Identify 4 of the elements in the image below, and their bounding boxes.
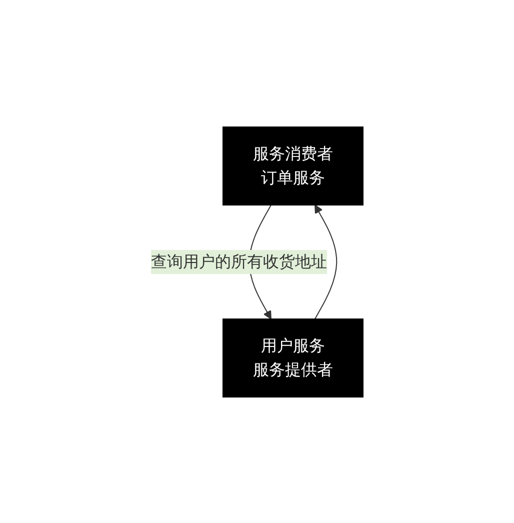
- arrow: [314, 204, 338, 319]
- node-box: 服务消费者 订单服务: [222, 126, 364, 205]
- edge-label: 查询用户的所有收货地址: [151, 252, 327, 270]
- node-box: 用户服务 服务提供者: [222, 318, 364, 397]
